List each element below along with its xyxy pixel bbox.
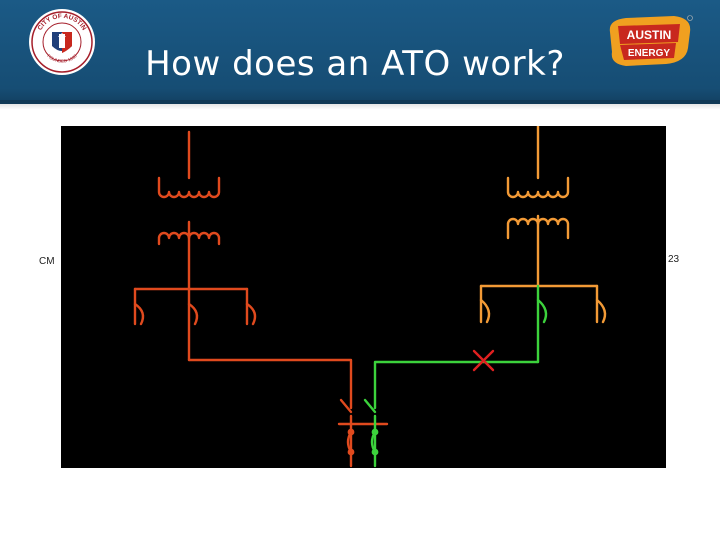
left-fuse-bottom <box>347 448 355 456</box>
brand-line-1: AUSTIN <box>627 28 672 42</box>
right-transformer-primary-coil <box>506 176 570 199</box>
left-switch-blade <box>339 398 353 414</box>
left-transformer-primary-coil <box>157 176 221 199</box>
left-edge-text: CM <box>39 256 55 267</box>
left-feeder-to-switch <box>187 358 353 410</box>
brand-line-2: ENERGY <box>628 48 671 59</box>
slide-header <box>0 0 720 104</box>
right-load-3 <box>595 298 607 324</box>
city-seal-logo: CITY OF AUSTIN FOUNDED 1839 <box>29 9 95 75</box>
transfer-path <box>363 284 548 468</box>
right-fuse-bottom <box>371 448 379 456</box>
right-load-1 <box>479 298 491 324</box>
ato-one-line-diagram <box>61 126 666 468</box>
right-source-circuit <box>479 126 607 324</box>
right-load-2-energized <box>536 298 548 324</box>
right-feeder-to-switch <box>373 360 540 410</box>
left-source-circuit <box>133 130 355 468</box>
slide-title: How does an ATO work? <box>145 44 565 84</box>
left-load-3 <box>245 302 257 326</box>
header-shadow <box>0 100 720 110</box>
slide-number: 23 <box>668 254 680 265</box>
right-switch-blade <box>363 398 377 414</box>
left-load-1 <box>133 302 145 326</box>
left-load-2 <box>187 302 199 326</box>
open-point-x-icon <box>472 349 495 372</box>
austin-energy-logo: AUSTIN ENERGY <box>609 15 693 66</box>
